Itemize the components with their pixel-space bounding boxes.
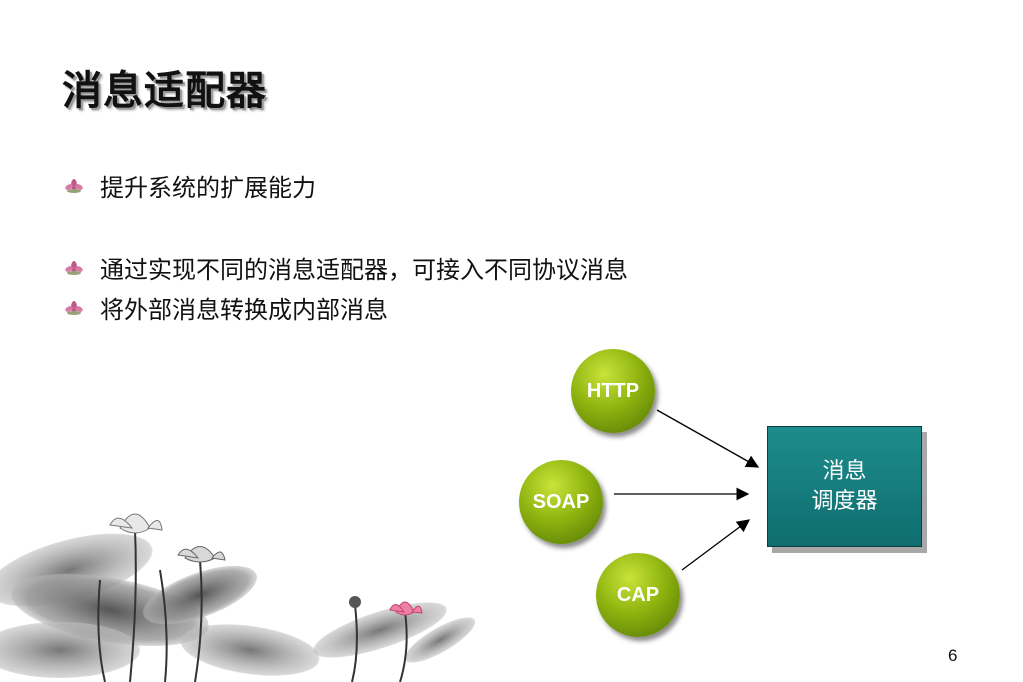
protocol-cap-node: CAP xyxy=(596,553,680,637)
page-number: 6 xyxy=(948,646,958,665)
message-dispatcher-box: 消息 调度器 xyxy=(767,426,922,547)
lotus-bullet-icon xyxy=(65,178,83,193)
lotus-bullet-icon xyxy=(65,300,83,315)
dispatcher-label-line2: 调度器 xyxy=(811,488,878,514)
protocol-http-node: HTTP xyxy=(571,349,655,433)
bullet-item: 提升系统的扩展能力 xyxy=(64,168,316,203)
slide-title: 消息适配器 xyxy=(62,68,267,114)
arrow-http xyxy=(656,409,760,468)
ink-lotus-painting xyxy=(0,513,476,682)
bullet-text: 通过实现不同的消息适配器，可接入不同协议消息 xyxy=(100,256,628,284)
dispatcher-label-line1: 消息 xyxy=(822,458,867,484)
bullet-item: 通过实现不同的消息适配器，可接入不同协议消息 xyxy=(64,250,628,285)
arrow-cap xyxy=(681,519,751,571)
bullet-text: 将外部消息转换成内部消息 xyxy=(100,296,388,324)
lotus-bullet-icon xyxy=(65,260,83,275)
protocol-soap-node: SOAP xyxy=(519,460,603,544)
bullet-text: 提升系统的扩展能力 xyxy=(100,174,316,202)
bullet-item: 将外部消息转换成内部消息 xyxy=(64,290,388,325)
